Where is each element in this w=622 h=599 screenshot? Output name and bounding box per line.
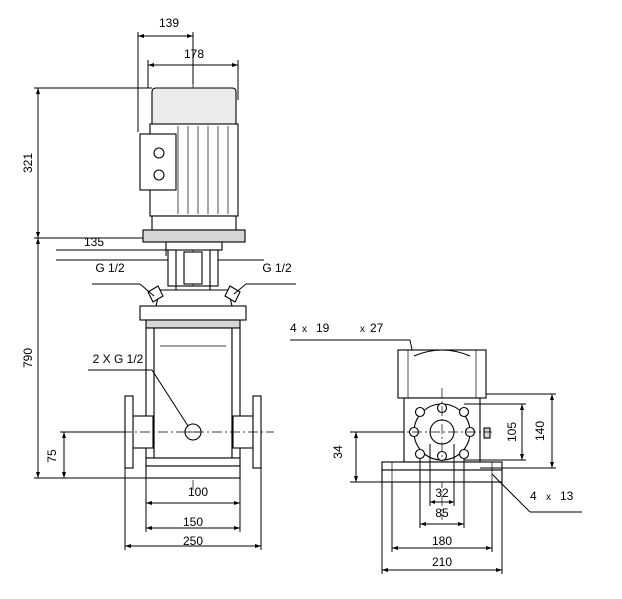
dim-321: 321 [21,153,35,173]
foot-count: 4 [530,489,537,503]
stool-leg-right [209,249,219,287]
side-plug [483,427,491,439]
top-plate [139,305,247,321]
dim-100: 100 [188,485,208,499]
vent-plug-right-icon [224,285,241,303]
vent-left-label: G 1/2 [95,261,125,275]
bolt-hole-icon [414,406,426,418]
dim-105: 105 [505,422,519,442]
base-top [145,457,241,467]
top-plate-ring [145,319,241,329]
side-base-plate [381,469,503,483]
dim-180: 180 [432,534,452,548]
terminal-box [139,133,177,191]
dim-180-group: 180 [391,482,493,552]
dim-790-group: 790 [21,238,146,479]
dim-135: 135 [84,235,104,249]
dim-210: 210 [432,555,452,569]
base [145,457,241,479]
coupling [183,251,203,285]
vent-labels: G 1/2 G 1/2 [56,259,296,297]
dim-135-group: 135 [56,235,167,256]
foot-size: 13 [560,489,574,503]
dim-150-group: 150 [145,508,241,532]
dim-32-group: 32 [429,444,455,506]
bolt-hole-icon [458,448,470,460]
dim-32: 32 [435,486,449,500]
vent-right-label: G 1/2 [262,261,292,275]
dim-85-group: 85 [419,458,465,528]
foot-x: x [546,492,551,503]
dim-790: 790 [21,348,35,368]
dim-250-group: 250 [124,468,262,550]
stool-leg-left [167,249,177,287]
dim-105-group: 105 [464,403,526,461]
bolt-hole-icon [414,448,426,460]
drain-label: 2 X G 1/2 [93,352,144,366]
motor [139,87,239,231]
front-view: 139 178 321 135 G 1/2 G 1/2 [21,16,296,550]
bolt-size: 19 [316,321,330,335]
dim-75: 75 [45,449,59,463]
motor-cooling-fins [177,126,229,214]
stool-top [165,241,223,251]
side-view: 4 x 19 x 27 [290,321,582,574]
bolt-hole-icon [458,406,470,418]
drain-label-group: 2 X G 1/2 [88,352,189,427]
foot-label-group: 4 x 13 [491,473,582,513]
bolt-x: x [302,324,307,335]
cable-gland-icon [153,147,165,159]
bolt-x-2: x [360,324,365,335]
base-plate [145,465,241,479]
dim-140: 140 [533,421,547,441]
bolt-count: 4 [290,321,297,335]
dim-100-group: 100 [145,478,241,508]
pump-sleeve [145,327,241,459]
dim-85: 85 [435,506,449,520]
dim-34: 34 [331,445,345,459]
motor-flange [151,215,237,231]
dim-178: 178 [184,47,204,61]
dim-75-group: 75 [45,431,125,478]
pump-head [139,285,247,329]
dim-250: 250 [183,534,203,548]
dim-150: 150 [183,515,203,529]
side-flange [394,388,492,520]
side-base-top [381,461,503,471]
dim-139: 139 [159,16,179,30]
stool-flange [142,229,246,243]
dim-34-group: 34 [331,431,404,483]
bolt-circle: 27 [370,321,384,335]
motor-fan-cover [151,87,237,125]
pump-head-body [155,289,233,307]
dim-140-group: 140 [480,393,556,469]
side-base [381,461,503,483]
cable-gland-icon [153,169,165,181]
dim-210-group: 210 [381,482,503,574]
vent-plug-left-icon [147,285,164,303]
dim-motor: 139 178 321 [21,16,239,239]
